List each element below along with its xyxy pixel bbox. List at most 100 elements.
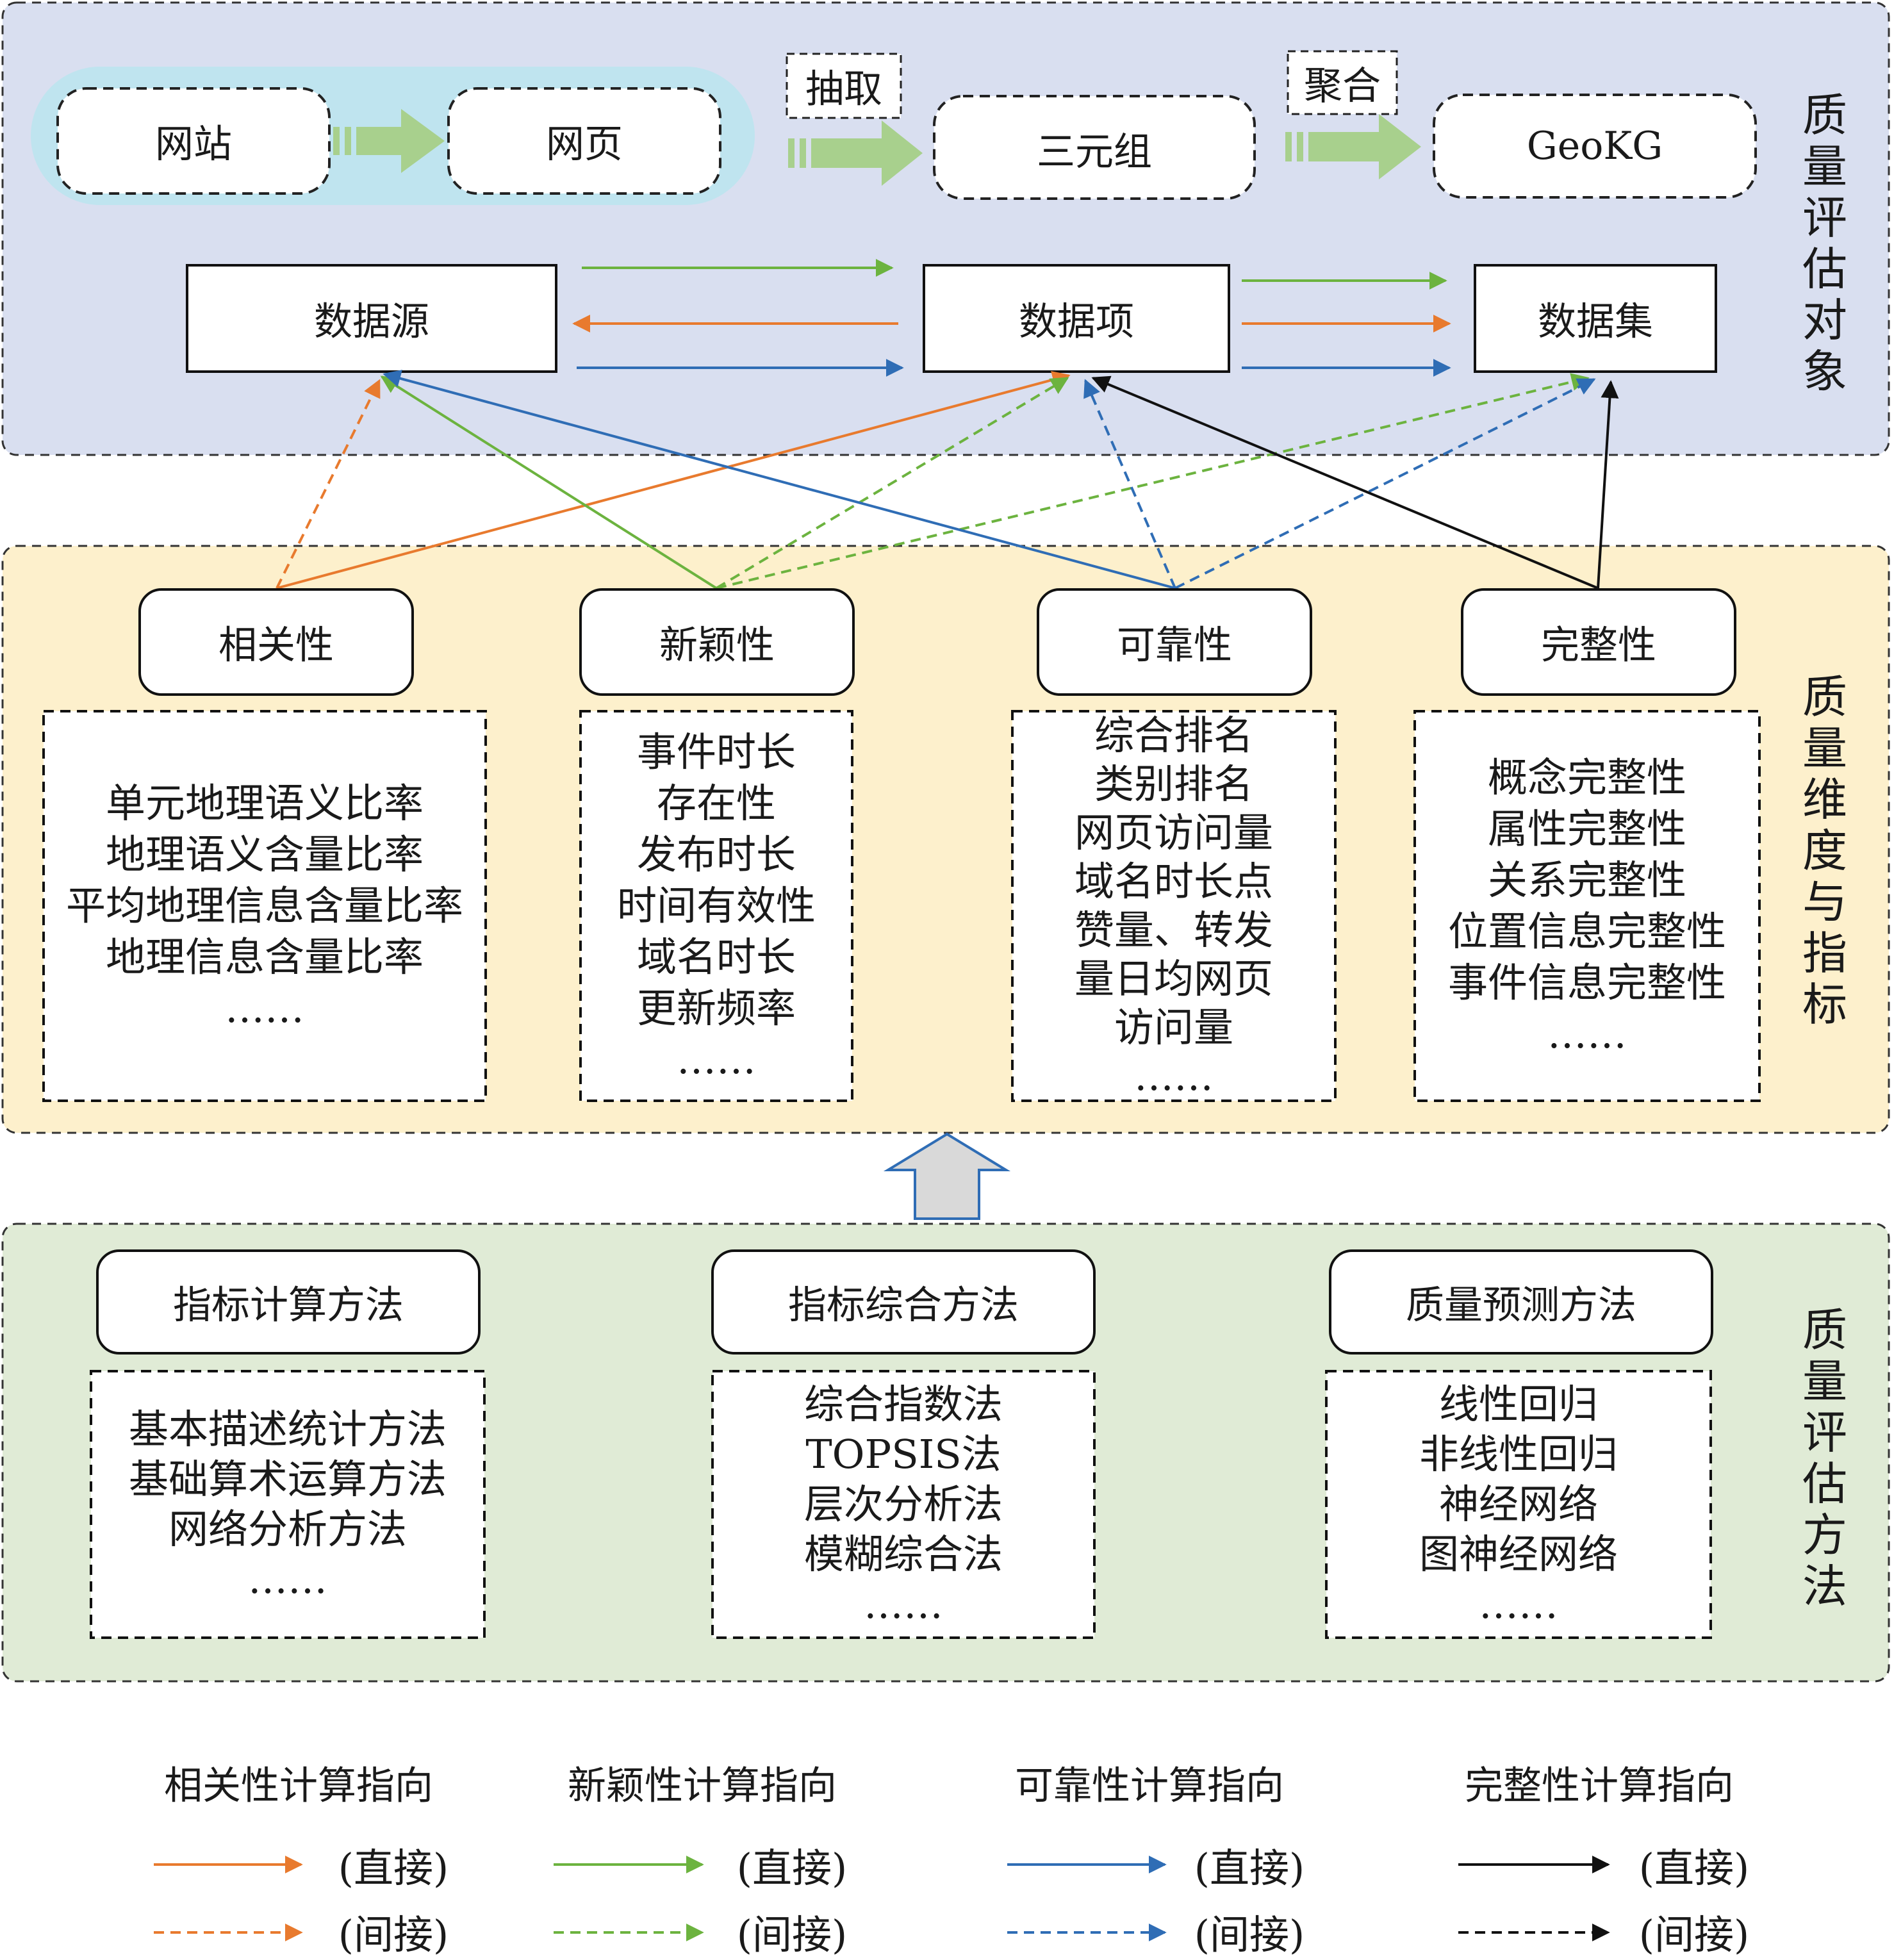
list-item: 地理信息含量比率 <box>105 934 424 980</box>
indicator-list-reliability: 综合排名 类别排名 网页访问量 域名时长点 赞量、转发 量日均网页 访问量 …… <box>1014 712 1334 1099</box>
dimension-name-relevance: 相关性 <box>218 623 334 668</box>
list-item: 量日均网页 <box>1074 955 1273 1002</box>
list-item: 层次分析法 <box>803 1481 1003 1528</box>
list-item: 模糊综合法 <box>803 1531 1003 1577</box>
list-item: 图神经网络 <box>1419 1531 1618 1577</box>
dimension-box-relevance <box>138 588 414 696</box>
list-item: 事件时长 <box>636 729 796 775</box>
process-arrow-aggregate <box>1285 114 1421 179</box>
list-item: TOPSIS法 <box>805 1431 1001 1478</box>
website-box <box>56 87 331 195</box>
up-arrow <box>883 1132 1011 1220</box>
method-list-quality-prediction: 线性回归 非线性回归 神经网络 图神经网络 …… <box>1328 1372 1709 1636</box>
data-item-label: 数据项 <box>1019 299 1134 345</box>
list-item: 存在性 <box>656 780 776 827</box>
method-list-box-indicator-synthesis <box>711 1370 1096 1639</box>
method-box-indicator-synthesis <box>711 1249 1096 1355</box>
legend-novelty-direct-label: (直接) <box>736 1845 848 1891</box>
list-item: 综合排名 <box>1094 712 1253 759</box>
side-label-quality-object: 质量评估对象 <box>1802 89 1847 398</box>
list-item: 平均地理信息含量比率 <box>65 882 463 929</box>
list-item: …… <box>1134 1053 1214 1099</box>
geokg-box <box>1433 94 1757 199</box>
relevance-direct-to-item <box>276 371 1071 589</box>
list-item: …… <box>1547 1010 1627 1057</box>
novelty-indirect-to-item <box>715 377 1069 589</box>
method-list-indicator-calc: 基本描述统计方法 基础算术运算方法 网络分析方法 …… <box>92 1372 483 1636</box>
list-item: 赞量、转发 <box>1074 907 1273 953</box>
list-item: 网页访问量 <box>1074 809 1273 856</box>
dimension-name-reliability: 可靠性 <box>1117 623 1232 668</box>
legend-completeness-direct-label: (直接) <box>1638 1845 1750 1891</box>
list-item: 发布时长 <box>636 831 796 878</box>
webpage-box <box>447 87 721 195</box>
list-item: 综合指数法 <box>803 1381 1003 1428</box>
dataset-label: 数据集 <box>1538 299 1653 345</box>
process-arrow-extract <box>788 120 923 186</box>
list-item: 基础算术运算方法 <box>128 1456 447 1503</box>
list-item: …… <box>864 1581 943 1627</box>
list-item: 访问量 <box>1114 1004 1233 1051</box>
indicator-list-relevance: 单元地理语义比率 地理语义含量比率 平均地理信息含量比率 地理信息含量比率 …… <box>46 712 483 1099</box>
method-name-indicator-synthesis: 指标综合方法 <box>788 1283 1019 1328</box>
dimension-name-novelty: 新颖性 <box>659 623 775 668</box>
data-source-box <box>186 264 557 373</box>
legend-novelty-indirect-label: (间接) <box>736 1911 848 1958</box>
relevance-indirect-to-source <box>276 379 381 589</box>
list-item: 更新频率 <box>636 985 796 1032</box>
extract-label-box <box>786 53 902 119</box>
method-name-quality-prediction: 质量预测方法 <box>1406 1283 1636 1328</box>
dimension-box-completeness <box>1461 588 1736 696</box>
completeness-direct-to-dataset <box>1597 380 1619 589</box>
list-item: 基本描述统计方法 <box>128 1406 447 1453</box>
list-item: …… <box>677 1036 756 1083</box>
method-name-indicator-calc: 指标计算方法 <box>173 1283 404 1328</box>
side-label-quality-dimension: 质量维度与指标 <box>1802 671 1847 1031</box>
list-item: 属性完整性 <box>1487 805 1686 852</box>
list-item: 地理语义含量比率 <box>105 831 424 878</box>
indicator-list-completeness: 概念完整性 属性完整性 关系完整性 位置信息完整性 事件信息完整性 …… <box>1416 712 1758 1099</box>
reliability-indirect-to-dataset <box>1174 378 1596 589</box>
completeness-direct-to-item <box>1091 375 1599 589</box>
list-item: 域名时长 <box>636 934 796 980</box>
website-label: 网站 <box>155 122 232 167</box>
list-item: …… <box>1479 1581 1558 1627</box>
aggregate-label: 聚合 <box>1304 63 1381 109</box>
method-list-box-indicator-calc <box>90 1370 486 1639</box>
method-box-quality-prediction <box>1329 1249 1713 1355</box>
method-box-indicator-calc <box>96 1249 481 1355</box>
list-item: 关系完整性 <box>1487 857 1686 903</box>
list-item: 单元地理语义比率 <box>105 780 424 827</box>
legend-title-completeness: 完整性计算指向 <box>1465 1763 1734 1809</box>
legend-completeness-indirect-label: (间接) <box>1638 1911 1750 1958</box>
dataset-box <box>1474 264 1717 373</box>
dimension-box-reliability <box>1037 588 1312 696</box>
indicator-box-relevance <box>42 710 487 1102</box>
indicator-list-novelty: 事件时长 存在性 发布时长 时间有效性 域名时长 更新频率 …… <box>582 712 851 1099</box>
dimension-box-novelty <box>579 588 855 696</box>
list-item: 概念完整性 <box>1487 754 1686 801</box>
webpage-label: 网页 <box>546 122 623 167</box>
extract-label: 抽取 <box>805 67 882 112</box>
legend-reliability-indirect-label: (间接) <box>1194 1911 1305 1958</box>
legend-relevance-indirect-label: (间接) <box>338 1911 449 1958</box>
data-source-label: 数据源 <box>314 299 429 345</box>
side-label-quality-method: 质量评估方法 <box>1802 1304 1847 1613</box>
list-item: …… <box>225 985 304 1032</box>
list-item: 线性回归 <box>1438 1381 1598 1428</box>
process-arrow-site-to-page <box>333 109 445 173</box>
method-list-indicator-synthesis: 综合指数法 TOPSIS法 层次分析法 模糊综合法 …… <box>714 1372 1093 1636</box>
method-list-box-quality-prediction <box>1325 1370 1712 1639</box>
legend-title-novelty: 新颖性计算指向 <box>568 1763 837 1809</box>
list-item: 域名时长点 <box>1074 858 1273 905</box>
legend-reliability-direct-label: (直接) <box>1194 1845 1305 1891</box>
geokg-label: GeoKG <box>1526 124 1663 169</box>
novelty-direct-to-source <box>380 375 718 589</box>
list-item: …… <box>248 1556 327 1602</box>
list-item: 类别排名 <box>1094 761 1253 807</box>
aggregate-label-box <box>1287 50 1398 115</box>
legend-relevance-direct-label: (直接) <box>338 1845 449 1891</box>
indicator-box-reliability <box>1011 710 1337 1102</box>
triple-box <box>933 95 1256 200</box>
